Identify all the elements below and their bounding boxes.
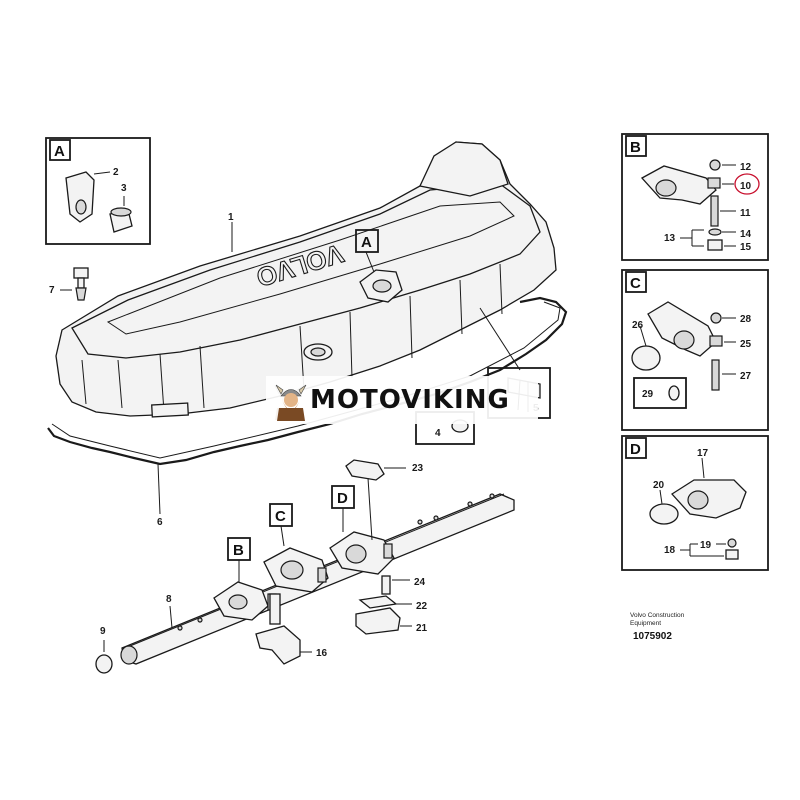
valve-cover: VOLVO 1 6 <box>47 141 568 528</box>
callout-20: 20 <box>653 480 665 491</box>
gasket-6 <box>47 296 568 466</box>
callout-27: 27 <box>740 371 752 382</box>
part-23-clip: 23 <box>345 459 424 541</box>
part-2-hole <box>75 199 87 215</box>
callout-2: 2 <box>113 167 119 178</box>
callout-21: 21 <box>416 623 428 634</box>
callout-4: 4 <box>435 428 441 439</box>
highlight-ring-10 <box>734 173 760 195</box>
callout-18: 18 <box>664 545 676 556</box>
svg-text:D: D <box>337 490 348 507</box>
callout-29: 29 <box>642 389 654 400</box>
detail-box-d: D 17 20 19 18 <box>621 435 769 571</box>
box-b-label: B <box>630 139 641 156</box>
box-c-label: C <box>630 275 641 292</box>
credit-line-1: Volvo Construction <box>630 612 685 619</box>
brand-logo <box>275 384 307 421</box>
rocker-arm-b: B <box>213 537 277 621</box>
callout-12: 12 <box>740 162 752 173</box>
callout-19: 19 <box>700 540 712 551</box>
callout-7: 7 <box>49 285 55 296</box>
box-d-label: D <box>630 441 641 458</box>
credit-block: Volvo Construction Equipment <box>630 612 684 628</box>
callout-10: 10 <box>740 181 752 192</box>
document-number: 1075902 <box>633 631 672 642</box>
brand-banner <box>266 376 538 424</box>
callout-23: 23 <box>412 463 424 474</box>
callout-24: 24 <box>414 577 426 588</box>
part-7-bolt: 7 <box>49 267 89 301</box>
callout-16: 16 <box>316 648 328 659</box>
part-16-support: 16 <box>255 593 328 665</box>
callout-1: 1 <box>228 212 234 223</box>
callout-11: 11 <box>740 208 751 219</box>
callout-9: 9 <box>100 626 106 637</box>
box-a-label: A <box>54 143 65 160</box>
callout-3: 3 <box>121 183 127 194</box>
callout-6: 6 <box>157 517 163 528</box>
marker-a: A <box>355 229 379 273</box>
callout-14: 14 <box>740 229 752 240</box>
svg-text:C: C <box>275 508 286 525</box>
callout-17: 17 <box>697 448 709 459</box>
callout-8: 8 <box>166 594 172 605</box>
detail-box-b: B 12 10 11 14 15 13 <box>621 133 769 261</box>
callout-28: 28 <box>740 314 752 325</box>
svg-text:B: B <box>233 542 244 559</box>
callout-22: 22 <box>416 601 428 612</box>
parts-21-24: 24 22 21 <box>355 575 428 635</box>
detail-box-a: A 2 3 <box>45 137 151 245</box>
svg-text:A: A <box>361 234 372 251</box>
cover-top-face <box>71 183 541 359</box>
callout-25: 25 <box>740 339 752 350</box>
rocker-arm-c: C <box>263 503 329 593</box>
credit-line-2: Equipment <box>630 620 662 627</box>
callout-15: 15 <box>740 242 752 253</box>
brand-name: MOTOVIKING <box>310 385 510 415</box>
part-9-plug: 9 <box>95 626 113 674</box>
part-2-bracket <box>65 171 95 223</box>
callout-13: 13 <box>664 233 676 244</box>
callout-26: 26 <box>632 320 644 331</box>
rocker-arm-d: D <box>329 485 395 575</box>
detail-box-c: C 26 28 25 27 29 <box>621 269 769 431</box>
